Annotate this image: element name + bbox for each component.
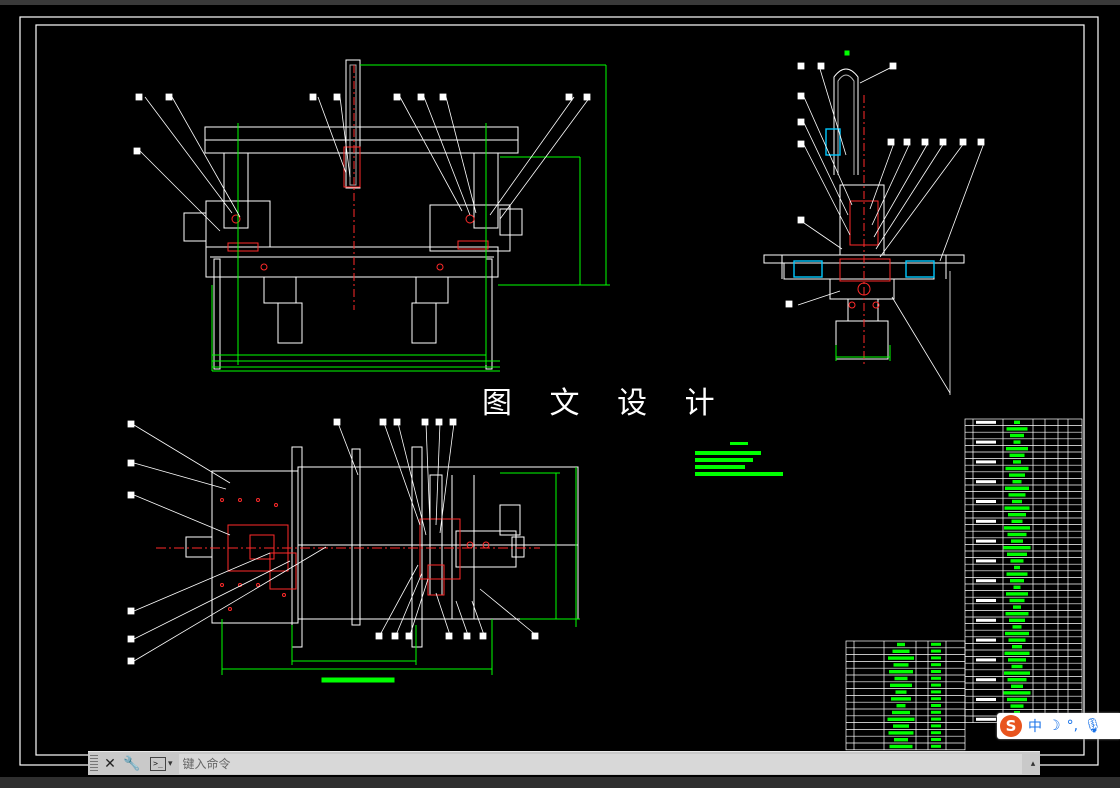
table-cell-fill xyxy=(1006,592,1028,596)
plan-main-frame xyxy=(297,466,579,620)
table-cell-fill xyxy=(893,724,909,728)
table-cell-fill xyxy=(892,710,910,715)
table-cell-fill xyxy=(1004,671,1030,675)
table-cell-fill xyxy=(1011,539,1023,543)
plan-leaders xyxy=(127,418,539,665)
ime-toolbar[interactable]: S 中 ☽ °, 🎙 xyxy=(997,713,1120,739)
table-cell-fill xyxy=(1008,658,1026,662)
table-cell-fill xyxy=(1011,664,1023,669)
table-cell-fill xyxy=(1005,466,1029,471)
front-dimensions xyxy=(211,64,610,372)
table-cell-fill xyxy=(1003,691,1031,695)
table-cell-fill xyxy=(1009,618,1025,622)
table-cell-fill xyxy=(1009,453,1025,457)
table-cell-fill xyxy=(1006,447,1028,451)
table-cell-fill xyxy=(888,656,914,660)
table-cell-fill xyxy=(889,670,913,674)
table-cell-fill xyxy=(1007,697,1027,702)
table-cell-fill xyxy=(894,738,908,742)
table-cell-fill xyxy=(1010,579,1024,583)
command-input[interactable] xyxy=(178,753,1022,774)
command-line-bar: ✕ 🔧 >_ ▾ ▴ xyxy=(88,751,1040,775)
status-bar xyxy=(0,777,1120,788)
table-cell-fill xyxy=(1003,546,1031,550)
front-view xyxy=(183,59,523,370)
drag-grip-icon[interactable] xyxy=(90,754,98,773)
table-cell-fill xyxy=(1004,526,1030,530)
parts-list-table xyxy=(964,418,1083,723)
table-cell-fill xyxy=(1008,513,1026,517)
punctuation-icon[interactable]: °, xyxy=(1066,718,1079,734)
table-cell-fill xyxy=(1012,645,1022,649)
table-cell-fill xyxy=(1012,499,1022,504)
technical-notes xyxy=(695,442,783,476)
table-cell-fill xyxy=(887,717,915,721)
command-prompt-selector[interactable]: >_ ▾ xyxy=(150,755,173,773)
table-cell-fill xyxy=(889,744,913,749)
top-strip xyxy=(0,0,1120,5)
parts-list-table-lower xyxy=(845,640,966,751)
drawing-canvas[interactable]: 图 文 设 计 xyxy=(0,5,1120,777)
table-cell-fill xyxy=(1005,486,1029,490)
plan-red-details xyxy=(156,498,540,611)
table-cell-fill xyxy=(1005,631,1029,636)
table-cell-fill xyxy=(892,649,910,653)
table-cell-fill xyxy=(1004,506,1030,510)
table-cell-fill xyxy=(888,731,914,735)
table-cell-fill xyxy=(1012,625,1022,629)
table-cell-fill xyxy=(896,704,906,708)
sogou-logo-icon[interactable]: S xyxy=(1000,715,1022,737)
table-cell-fill xyxy=(1013,605,1021,609)
front-column xyxy=(345,59,361,189)
table-cell-fill xyxy=(890,683,912,687)
plan-view xyxy=(185,446,579,648)
table-cell-fill xyxy=(1008,493,1026,497)
side-leaders xyxy=(785,62,985,395)
table-cell-fill xyxy=(1011,684,1023,688)
table-cell-fill xyxy=(1007,552,1027,556)
table-cell-fill xyxy=(1007,678,1027,682)
close-icon[interactable]: ✕ xyxy=(104,755,116,772)
table-cell-fill xyxy=(1008,638,1026,642)
front-leaders xyxy=(133,93,591,232)
table-cell-fill xyxy=(1006,427,1028,431)
front-red-details xyxy=(227,65,489,310)
table-cell-fill xyxy=(1010,433,1024,438)
table-cell-fill xyxy=(891,697,911,701)
table-cell-fill xyxy=(894,676,908,681)
chevron-down-icon[interactable]: ▾ xyxy=(168,758,173,769)
wrench-icon[interactable]: 🔧 xyxy=(123,755,141,772)
table-cell-fill xyxy=(1004,651,1030,655)
table-cell-fill xyxy=(1013,440,1021,444)
table-cell-fill xyxy=(1007,532,1027,537)
table-cell-fill xyxy=(1011,519,1023,523)
chevron-up-icon[interactable]: ▴ xyxy=(1030,758,1036,769)
table-cell-fill xyxy=(1009,473,1025,477)
table-cell-fill xyxy=(1013,585,1021,589)
side-red-details xyxy=(839,95,891,365)
table-cell-fill xyxy=(1005,612,1029,616)
table-cell-fill xyxy=(895,690,907,694)
table-cell-fill xyxy=(1010,704,1024,708)
table-cell-fill xyxy=(1012,480,1022,484)
table-cell-fill xyxy=(1009,598,1025,603)
ime-mode-toggle[interactable]: 中 xyxy=(1028,719,1042,735)
table-cell-fill xyxy=(1006,572,1028,576)
table-cell-fill xyxy=(1013,460,1021,464)
microphone-icon[interactable]: 🎙 xyxy=(1084,718,1102,734)
table-cell-fill xyxy=(897,642,905,647)
watermark-text: 图 文 设 计 xyxy=(482,386,729,421)
front-base xyxy=(205,246,499,278)
table-cell-fill xyxy=(1014,711,1020,715)
moon-icon[interactable]: ☽ xyxy=(1048,718,1061,734)
table-cell-fill xyxy=(893,663,909,667)
table-cell-fill xyxy=(1014,420,1020,424)
cad-drawing xyxy=(19,16,1099,766)
table-cell-fill xyxy=(1014,565,1020,570)
table-cell-fill xyxy=(1010,559,1024,563)
plan-dimensions xyxy=(221,467,580,683)
prompt-icon: >_ xyxy=(150,756,166,771)
